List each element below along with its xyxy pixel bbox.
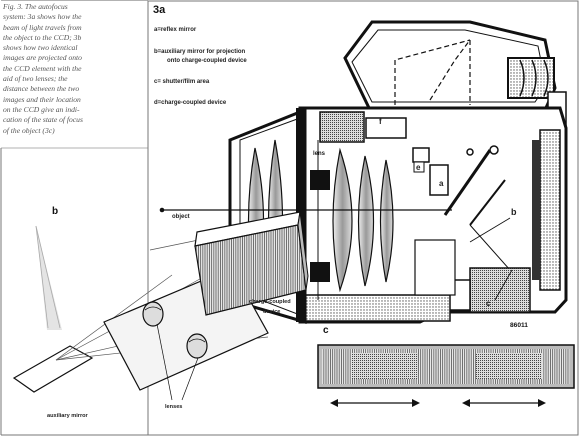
caption-line: beam of light travels from <box>3 22 82 32</box>
panel-c-label: c <box>323 325 329 336</box>
legend-aux-mirror: b=auxiliary mirror for projection <box>154 49 246 55</box>
figure-caption: Fig. 3. The autofocus system: 3a shows h… <box>3 2 143 136</box>
caption-line: system: 3a shows how the <box>3 12 82 22</box>
caption-line: the CCD element with the <box>3 63 82 73</box>
caption-line: distance between the two <box>3 84 80 94</box>
caption-line: images are projected onto <box>3 53 82 63</box>
ccd-label-1: charge-coupled <box>249 299 291 305</box>
ccd-label-2: device <box>263 309 281 315</box>
caption-line: aid of two lenses; the <box>3 74 68 84</box>
legend-reflex-mirror: a=reflex mirror <box>154 27 197 33</box>
caption-line: images and their location <box>3 94 81 104</box>
lenses-label: lenses <box>165 404 183 410</box>
part-f-label: f <box>379 117 382 126</box>
part-b-label: b <box>511 207 517 217</box>
figure-code: 86011 <box>510 322 528 329</box>
caption-line: shows how two identical <box>3 43 78 53</box>
part-c-pointer <box>494 269 513 301</box>
panel-3a-frame <box>147 0 579 436</box>
caption-line: the object to the CCD; 3b <box>3 32 82 42</box>
object-label: object <box>172 214 190 220</box>
caption-line: Fig. 3. The autofocus <box>3 2 68 11</box>
part-b-pointer <box>469 217 511 243</box>
panel-3a-label: 3a <box>153 4 166 16</box>
caption-line: of the object (3c) <box>3 125 55 135</box>
panel-c-drawing <box>317 344 575 407</box>
caption-line: on the CCD give an indi- <box>3 104 80 114</box>
lens-label: lens <box>313 151 326 157</box>
panel-b-drawing <box>12 211 309 401</box>
aux-mirror-label: auxiliary mirror <box>47 413 88 419</box>
caption-line: cation of the state of focus <box>3 115 83 125</box>
legend-ccd: d=charge-coupled device <box>154 100 227 106</box>
legend-shutter: c= shutter/film area <box>154 79 210 85</box>
part-c-label: c <box>486 299 491 308</box>
part-a-label: a <box>439 179 444 188</box>
legend-aux-mirror-cont: onto charge-coupled device <box>167 58 247 64</box>
panel-b-label: b <box>52 206 59 217</box>
part-e-label: e <box>416 163 421 172</box>
